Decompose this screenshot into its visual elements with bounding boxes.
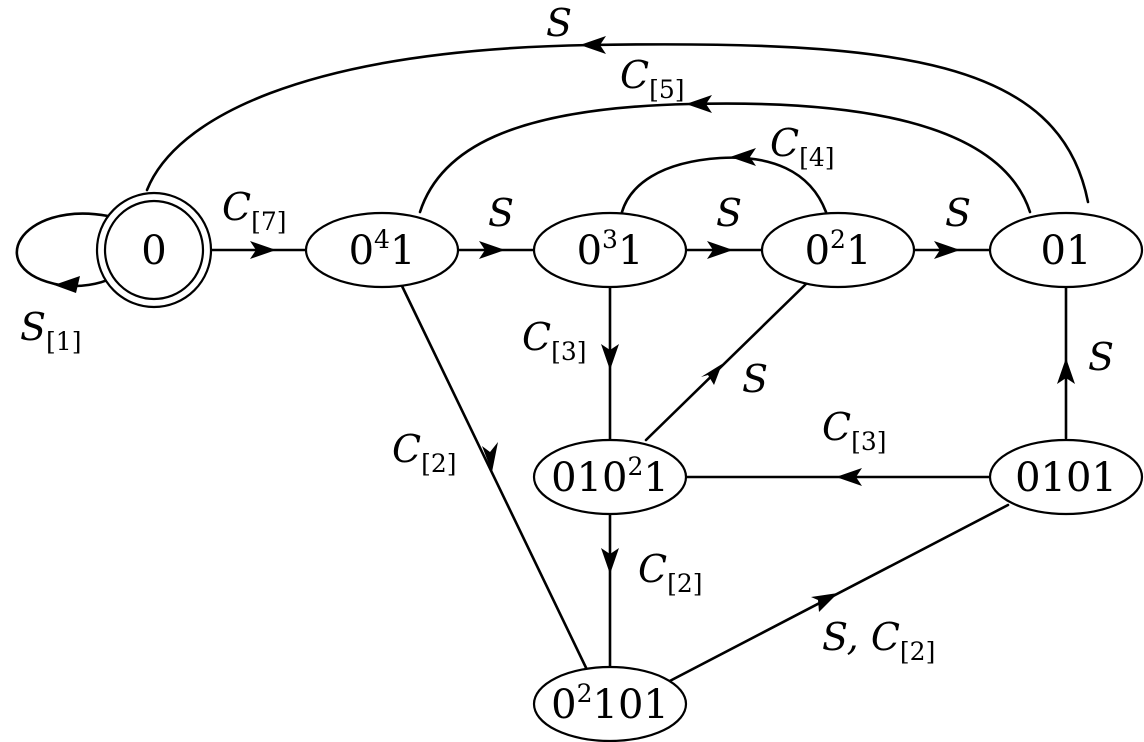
state-041[interactable]: 041 xyxy=(304,211,460,289)
arrowhead-021-031 xyxy=(730,148,756,166)
state-01-label: 01 xyxy=(1041,228,1092,274)
state-021[interactable]: 021 xyxy=(760,211,916,289)
label-02101-0101: S, C[2] xyxy=(822,615,935,666)
label-01021-02101: C[2] xyxy=(638,547,703,598)
state-02101-label: 02101 xyxy=(551,679,669,728)
label-01-041: C[5] xyxy=(620,53,685,104)
state-02101[interactable]: 02101 xyxy=(532,665,688,742)
edge-041-02101 xyxy=(400,284,592,678)
arrowhead-01021-02101 xyxy=(601,548,619,574)
edges xyxy=(15,36,1090,686)
label-01021-021: S xyxy=(742,357,768,401)
label-0101-01021: C[3] xyxy=(822,405,887,456)
arrowhead-041-02101 xyxy=(482,442,498,472)
arrowhead-021-01 xyxy=(934,241,960,259)
label-041-02101: C[2] xyxy=(392,427,457,478)
state-0101[interactable]: 0101 xyxy=(988,438,1144,516)
arrowhead-0-041 xyxy=(250,241,276,259)
arrowhead-0101-01 xyxy=(1057,358,1075,384)
state-041-label: 041 xyxy=(349,225,416,274)
state-0101-label: 0101 xyxy=(1015,455,1117,501)
arrowhead-041-031 xyxy=(479,241,505,259)
state-01021-label: 01021 xyxy=(551,452,669,501)
state-031[interactable]: 031 xyxy=(532,211,688,289)
state-021-label: 021 xyxy=(805,225,872,274)
states: 0 041 031 021 01 01021 xyxy=(95,191,1144,742)
label-031-01021: C[3] xyxy=(522,315,587,366)
label-0101-01: S xyxy=(1088,335,1114,379)
arrowhead-02101-0101 xyxy=(811,593,838,612)
edge-labels: S[1] C[7] S S S S C[5] C[4] C[3] S C[3] … xyxy=(20,1,1114,666)
state-01021[interactable]: 01021 xyxy=(532,438,688,516)
arrowhead-loop-0 xyxy=(54,276,80,293)
edge-01021-021 xyxy=(644,280,810,442)
label-01-0: S xyxy=(546,1,572,45)
state-031-label: 031 xyxy=(577,225,644,274)
label-loop-0: S[1] xyxy=(20,305,81,356)
label-021-01: S xyxy=(945,191,971,235)
state-0-label: 0 xyxy=(141,228,166,274)
arrowhead-01-041 xyxy=(686,95,712,113)
edge-01-0 xyxy=(145,43,1090,204)
edge-loop-0 xyxy=(15,212,114,288)
arrowhead-031-01021 xyxy=(601,344,619,370)
arrowhead-01-0 xyxy=(580,36,606,54)
arrowhead-031-021 xyxy=(707,241,733,259)
label-021-031: C[4] xyxy=(770,121,835,172)
state-01[interactable]: 01 xyxy=(988,211,1144,289)
arrowhead-01021-021 xyxy=(701,364,722,385)
label-041-031: S xyxy=(488,191,514,235)
state-0[interactable]: 0 xyxy=(95,191,213,309)
label-0-041: C[7] xyxy=(222,185,287,236)
edge-021-031 xyxy=(620,156,828,214)
label-031-021: S xyxy=(716,191,742,235)
arrowhead-0101-01021 xyxy=(836,468,862,486)
